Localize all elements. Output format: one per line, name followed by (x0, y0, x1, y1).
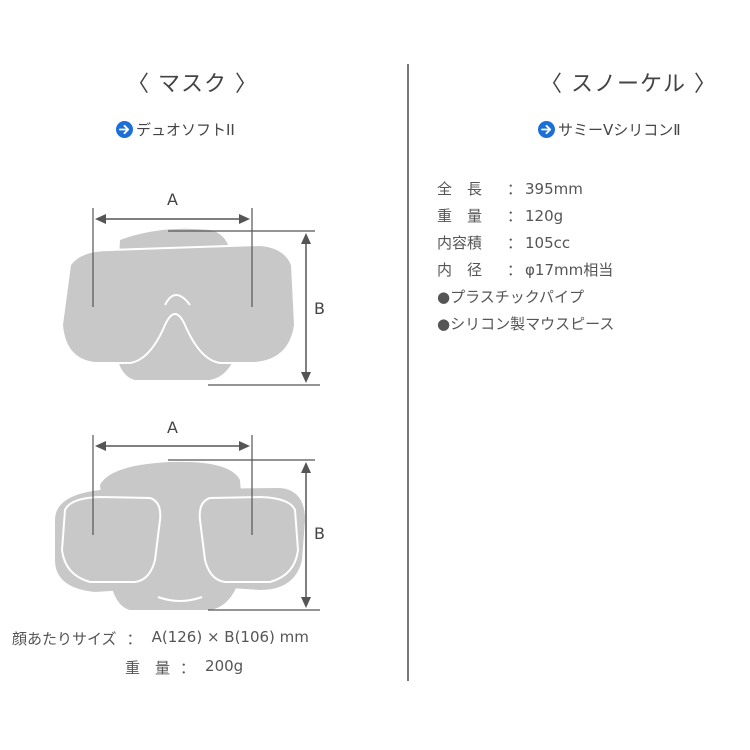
column-divider (407, 64, 409, 681)
snorkel-title: 〈 スノーケル 〉 (540, 72, 717, 97)
mask-product-link[interactable]: デュオソフトII (116, 119, 235, 140)
dimension-b-label: B (314, 524, 325, 543)
arrow-right-circle-icon (538, 121, 555, 138)
dimension-b-label: B (314, 299, 325, 318)
mask-weight-colon: ： (180, 659, 196, 677)
spec-row-length: 全 長 ： 395mm (437, 180, 583, 198)
face-size-row: 顔あたりサイズ ： A(126) × B(106) mm (12, 628, 309, 649)
arrow-right-circle-icon (116, 121, 133, 138)
face-size-label: 顔あたりサイズ (12, 630, 117, 648)
face-size-value: A(126) × B(106) mm (151, 628, 309, 646)
dimension-a-label: A (167, 418, 178, 437)
spec-row-inner-diameter: 内 径 ： φ17mm相当 (437, 261, 614, 279)
snorkel-product-link[interactable]: サミーVシリコンⅡ (538, 119, 681, 140)
mask-weight-label: 重 量 (125, 659, 171, 677)
face-size-colon: ： (126, 630, 142, 648)
snorkel-product-link-label: サミーVシリコンⅡ (558, 121, 681, 139)
mask-weight-row: 重 量 ： 200g (125, 657, 243, 678)
feature-item: ●シリコン製マウスピース (437, 315, 615, 333)
single-lens-mask-diagram (60, 208, 320, 386)
mask-product-link-label: デュオソフトII (136, 121, 235, 139)
dimension-a-label: A (167, 190, 178, 209)
feature-item: ●プラスチックパイプ (437, 288, 585, 306)
mask-title: 〈 マスク 〉 (127, 72, 258, 97)
mask-weight-value: 200g (205, 657, 244, 675)
spec-row-weight: 重 量 ： 120g (437, 207, 564, 225)
snorkel-specs: 全 長 ： 395mm 重 量 ： 120g 内容積 ： 105cc 内 径 ：… (437, 176, 614, 338)
spec-row-volume: 内容積 ： 105cc (437, 234, 571, 252)
twin-lens-mask-diagram (55, 435, 320, 611)
